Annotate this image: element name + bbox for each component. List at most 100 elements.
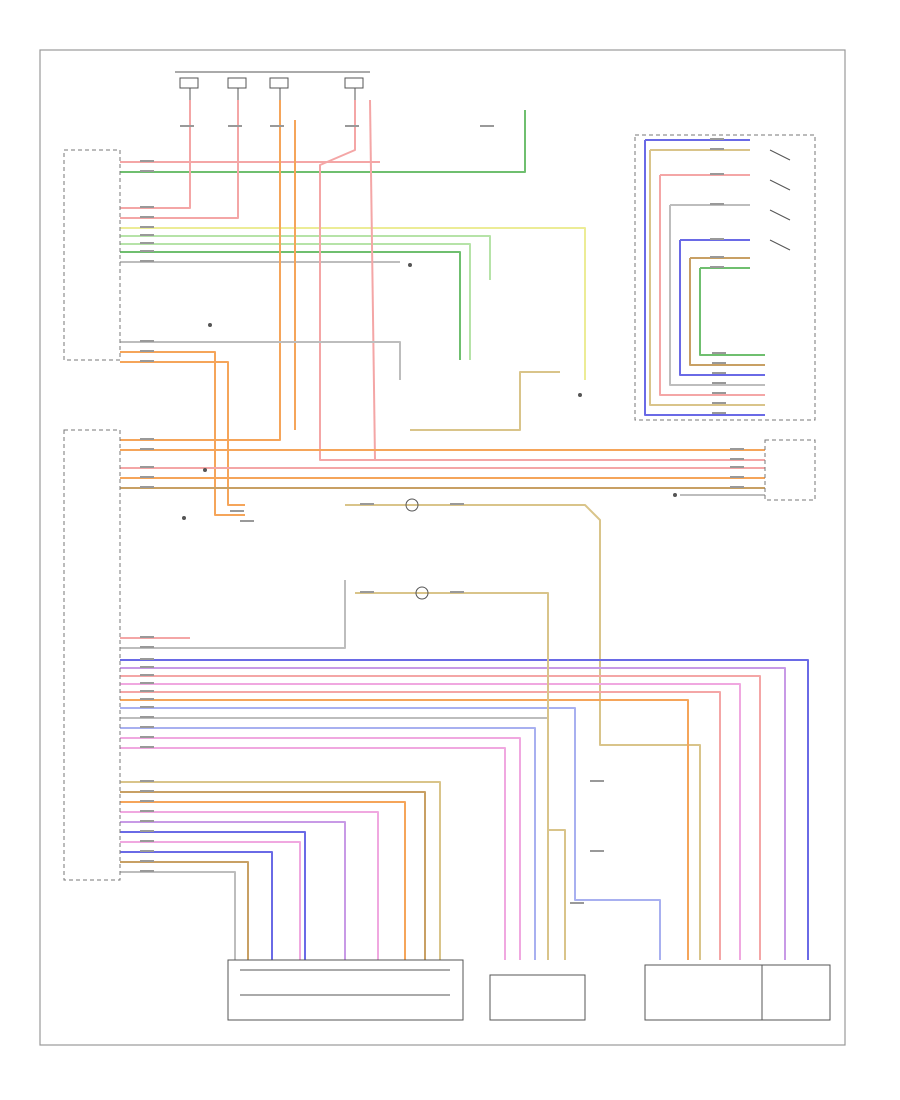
wire-label-mark — [710, 203, 724, 205]
wire-label-mark — [590, 850, 604, 852]
wire-label-mark — [712, 392, 726, 394]
wire-label-mark — [710, 138, 724, 140]
wire-brown — [689, 258, 765, 366]
wire-label-mark — [360, 503, 374, 505]
wire-label-mark — [140, 486, 154, 488]
wire-pink — [120, 737, 521, 960]
wire-label-mark — [140, 850, 154, 852]
wire-label-mark — [140, 810, 154, 812]
wire-label-mark — [140, 250, 154, 252]
label-layer — [140, 125, 744, 904]
wire-pink — [120, 747, 506, 960]
wire-label-mark — [270, 125, 284, 127]
wire-label-mark — [140, 698, 154, 700]
wire-red — [120, 691, 721, 960]
wire-label-mark — [140, 360, 154, 362]
wire-red — [369, 99, 376, 461]
wire-blue — [120, 659, 809, 960]
left-module-lower — [63, 429, 121, 881]
wire-label-mark — [140, 780, 154, 782]
wire-label-mark — [140, 860, 154, 862]
wire-lightblue — [120, 727, 536, 960]
wire-blue — [120, 831, 306, 960]
wire-label-mark — [345, 125, 359, 127]
wire-label-mark — [140, 800, 154, 802]
wire-label-mark — [140, 726, 154, 728]
wire-yellow — [120, 227, 586, 380]
wire-label-mark — [140, 674, 154, 676]
wire-violet — [120, 667, 786, 960]
wire-layer — [120, 99, 809, 960]
wire-blue — [679, 240, 765, 376]
wire-label-mark — [180, 125, 194, 127]
wire-label-mark — [140, 206, 154, 208]
wire-label-mark — [140, 658, 154, 660]
wire-red — [659, 175, 765, 396]
wire-label-mark — [450, 503, 464, 505]
wire-label-mark — [140, 790, 154, 792]
wire-brown — [120, 861, 249, 960]
wire-label-mark — [590, 780, 604, 782]
wire-green — [120, 251, 461, 360]
wire-tan — [649, 150, 765, 406]
wire-pink — [120, 841, 301, 960]
wire-label-mark — [140, 466, 154, 468]
wire-orange — [120, 699, 689, 960]
wire-label-mark — [140, 840, 154, 842]
wire-label-mark — [712, 362, 726, 364]
wire-red — [120, 675, 761, 960]
wire-tan — [410, 371, 560, 431]
wire-label-mark — [712, 372, 726, 374]
wire-label-mark — [240, 520, 254, 522]
wire-tan — [345, 504, 701, 960]
wire-orange — [120, 361, 245, 506]
wire-lightblue — [120, 707, 661, 960]
wire-label-mark — [140, 682, 154, 684]
motor-icon — [405, 498, 429, 600]
wire-label-mark — [228, 125, 242, 127]
fuse-icon — [175, 71, 370, 100]
wire-label-mark — [710, 256, 724, 258]
wire-red — [120, 100, 191, 209]
wire-label-mark — [140, 438, 154, 440]
wire-lightgreen — [120, 235, 491, 280]
wire-blue — [120, 851, 273, 960]
wire-label-mark — [570, 902, 584, 904]
wire-label-mark — [140, 160, 154, 162]
wire-label-mark — [710, 148, 724, 150]
wire-label-mark — [140, 636, 154, 638]
wire-label-mark — [140, 716, 154, 718]
wire-label-mark — [712, 402, 726, 404]
wire-orange — [120, 100, 281, 441]
wire-violet — [120, 821, 346, 960]
wire-label-mark — [140, 820, 154, 822]
wire-brown — [120, 791, 426, 960]
wire-label-mark — [140, 706, 154, 708]
wire-label-mark — [710, 238, 724, 240]
wire-label-mark — [140, 350, 154, 352]
wire-label-mark — [730, 486, 744, 488]
wire-gray — [120, 341, 401, 380]
wire-red — [120, 100, 239, 219]
wire-label-mark — [140, 870, 154, 872]
left-module-upper — [63, 149, 121, 361]
component-layer — [63, 71, 831, 1021]
wire-gray — [120, 580, 346, 649]
wire-pink — [120, 811, 379, 960]
wire-blue — [644, 140, 765, 416]
wire-label-mark — [140, 646, 154, 648]
wire-label-mark — [140, 242, 154, 244]
wire-label-mark — [140, 746, 154, 748]
wire-lightgreen — [120, 243, 471, 360]
wire-label-mark — [140, 260, 154, 262]
wire-label-mark — [140, 340, 154, 342]
wire-label-mark — [140, 226, 154, 228]
wire-tan — [547, 593, 566, 960]
wire-label-mark — [480, 125, 494, 127]
switch-icon — [227, 959, 831, 1021]
ground-icon — [182, 263, 677, 520]
right-module-lower — [764, 439, 816, 501]
wire-label-mark — [140, 690, 154, 692]
wire-label-mark — [450, 591, 464, 593]
wire-label-mark — [730, 476, 744, 478]
